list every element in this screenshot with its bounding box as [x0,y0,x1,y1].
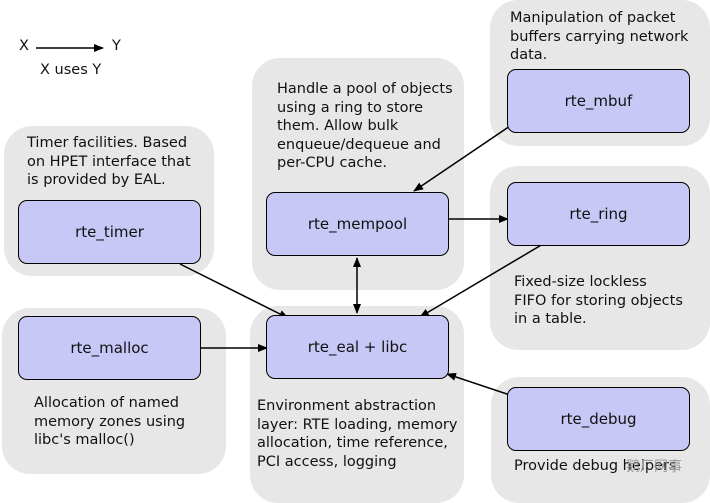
edge-timer-to-eal [179,263,289,319]
watermark-text: 鹅厂网事 [626,459,682,475]
node-rte-ring-label: rte_ring [569,205,628,223]
node-rte-mempool: rte_mempool [266,192,449,256]
node-rte-malloc-label: rte_malloc [70,339,149,357]
node-rte-debug-label: rte_debug [560,410,637,428]
node-rte-eal-label: rte_eal + libc [307,338,408,356]
edge-ring-to-eal [419,243,544,318]
edge-mbuf-to-mempool [413,125,511,192]
node-rte-mbuf: rte_mbuf [507,69,690,133]
rte-timer-description: Timer facilities. Based on HPET interfac… [27,135,191,188]
rte-ring-description: Fixed-size lockless FIFO for storing obj… [514,274,683,327]
node-rte-mempool-label: rte_mempool [307,215,408,233]
legend-y: Y [112,38,121,54]
node-rte-eal: rte_eal + libc [266,315,449,379]
node-rte-mbuf-label: rte_mbuf [564,92,633,110]
node-rte-ring: rte_ring [507,182,690,246]
rte-debug-description: Provide debug helpers [514,458,677,474]
rte-eal-description: Environment abstraction layer: RTE loadi… [257,398,458,470]
node-rte-malloc: rte_malloc [18,316,201,380]
edge-debug-to-eal [446,373,511,396]
rte-mbuf-description: Manipulation of packet buffers carrying … [510,10,689,63]
node-rte-timer: rte_timer [18,200,201,264]
rte-malloc-description: Allocation of named memory zones using l… [34,395,186,448]
node-rte-debug: rte_debug [507,387,690,451]
legend-x: X [19,38,29,54]
node-rte-timer-label: rte_timer [75,223,144,241]
legend-caption: X uses Y [40,62,102,78]
rte-mempool-description: Handle a pool of objects using a ring to… [277,81,453,171]
